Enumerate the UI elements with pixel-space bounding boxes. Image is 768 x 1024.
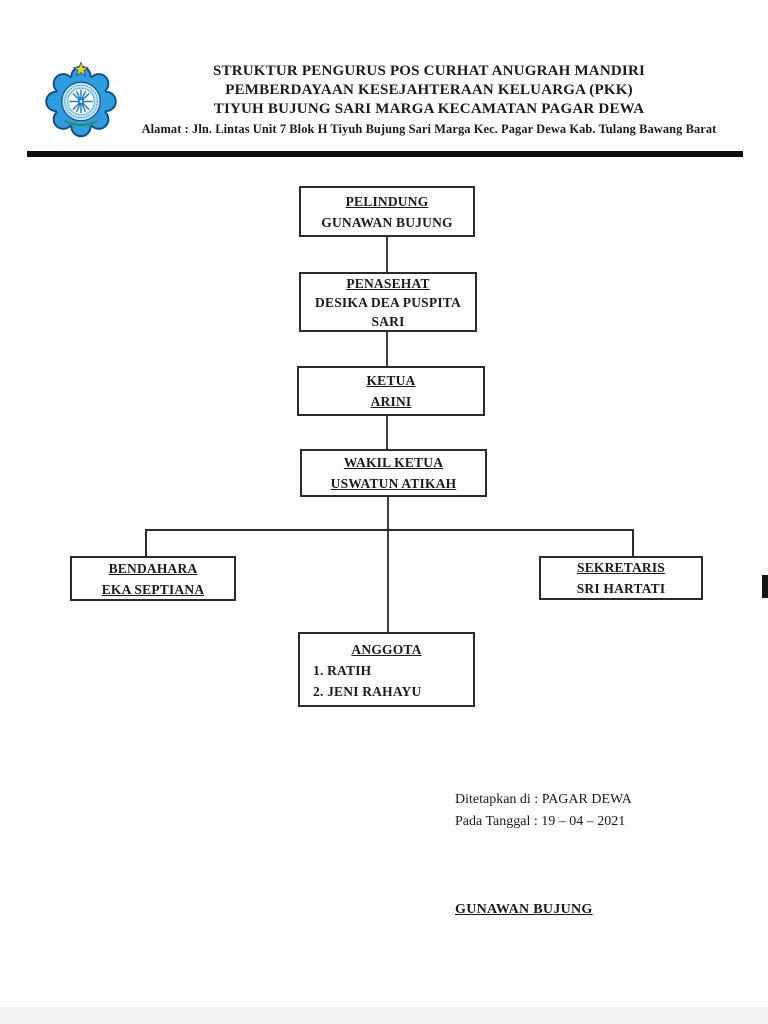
enactment-block: Ditetapkan di : PAGAR DEWA Pada Tanggal …	[455, 789, 632, 833]
member-list: 1. RATIH 2. JENI RAHAYU	[304, 660, 469, 702]
enactment-date: Pada Tanggal : 19 – 04 – 2021	[455, 814, 626, 829]
node-title: SEKRETARIS	[576, 560, 666, 575]
node-person-name: SRI HARTATI	[576, 581, 666, 596]
node-person-name: DESIKA DEA PUSPITA SARI	[315, 294, 461, 329]
page-bottom-band	[0, 1007, 768, 1024]
node-title: BENDAHARA	[108, 560, 198, 576]
node-person-name: ARINI	[370, 394, 412, 409]
member-item: 2. JENI RAHAYU	[313, 684, 422, 699]
letterhead: STRUKTUR PENGURUS POS CURHAT ANUGRAH MAN…	[112, 62, 746, 137]
enactment-place: Ditetapkan di : PAGAR DEWA	[455, 792, 632, 807]
connector-wakil-anggota	[387, 496, 389, 633]
letterhead-title-line-2: PEMBERDAYAAN KESEJAHTERAAN KELUARGA (PKK…	[225, 82, 633, 98]
connector-pelindung-penasehat	[386, 237, 388, 272]
node-title: ANGGOTA	[351, 642, 422, 657]
node-title: KETUA	[366, 373, 416, 388]
letterhead-title-line-3: TIYUH BUJUNG SARI MARGA KECAMATAN PAGAR …	[213, 101, 645, 117]
node-person-name: EKA SEPTIANA	[101, 581, 205, 597]
connector-branch-horizontal	[145, 529, 634, 531]
node-person-name: GUNAWAN BUJUNG	[321, 214, 453, 230]
scan-edge-mark	[762, 575, 768, 598]
signature-name: GUNAWAN BUJUNG	[455, 902, 593, 917]
org-node-bendahara: BENDAHARA EKA SEPTIANA	[70, 556, 236, 601]
member-item: 1. RATIH	[313, 663, 372, 678]
letterhead-divider	[27, 151, 743, 157]
node-title: PELINDUNG	[345, 193, 429, 209]
letterhead-title-line-1: STRUKTUR PENGURUS POS CURHAT ANUGRAH MAN…	[212, 63, 646, 79]
regency-emblem-logo	[44, 61, 118, 139]
connector-drop-bendahara	[145, 529, 147, 557]
connector-ketua-wakil	[386, 415, 388, 450]
connector-drop-sekretaris	[632, 529, 634, 557]
org-node-pelindung: PELINDUNG GUNAWAN BUJUNG	[299, 186, 475, 237]
letterhead-address: Alamat : Jln. Lintas Unit 7 Blok H Tiyuh…	[141, 122, 717, 136]
node-title: WAKIL KETUA	[343, 455, 444, 470]
org-node-wakil-ketua: WAKIL KETUA USWATUN ATIKAH	[300, 449, 487, 497]
org-node-sekretaris: SEKRETARIS SRI HARTATI	[539, 556, 703, 600]
node-title: PENASEHAT	[346, 275, 430, 291]
node-person-name: USWATUN ATIKAH	[330, 476, 457, 491]
org-node-penasehat: PENASEHAT DESIKA DEA PUSPITA SARI	[299, 272, 477, 332]
org-node-anggota: ANGGOTA 1. RATIH 2. JENI RAHAYU	[298, 632, 475, 707]
connector-penasehat-ketua	[386, 331, 388, 367]
org-node-ketua: KETUA ARINI	[297, 366, 485, 416]
emblem-icon	[45, 61, 117, 138]
